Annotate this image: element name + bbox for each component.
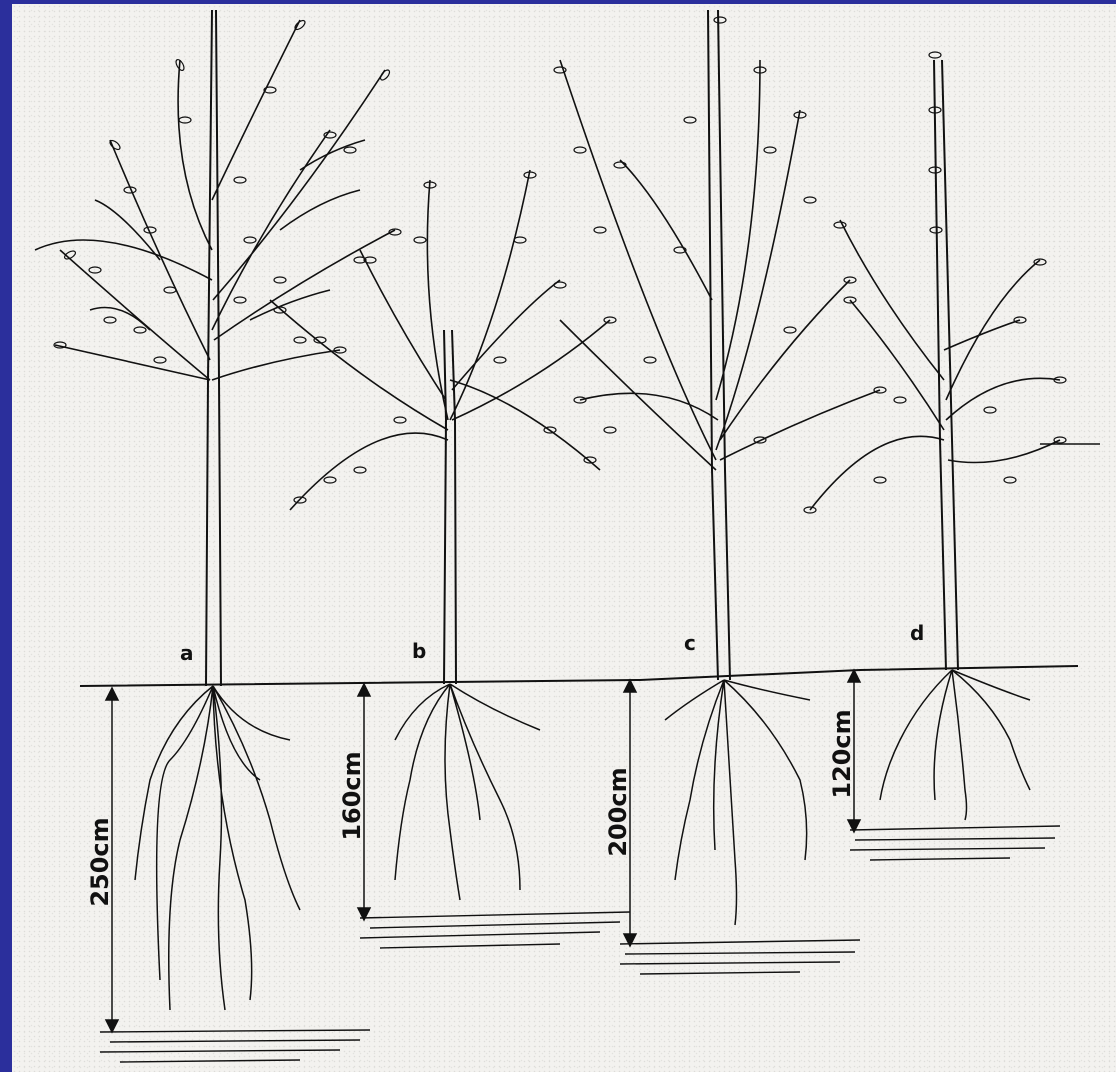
tree-b-roots bbox=[395, 684, 540, 900]
water-table-b bbox=[360, 912, 630, 948]
tree-b-trunk bbox=[444, 330, 456, 684]
tree-root-diagram: a bbox=[12, 4, 1116, 1072]
tree-d: d bbox=[804, 52, 1066, 820]
tree-d-roots bbox=[880, 670, 1030, 820]
water-table-d bbox=[850, 826, 1060, 860]
tree-b-branches bbox=[270, 170, 610, 510]
tree-a-letter: a bbox=[180, 641, 194, 665]
depth-label-b: 160cm bbox=[338, 751, 366, 840]
tree-d-trunk bbox=[934, 60, 958, 670]
tree-a-trunk bbox=[206, 10, 221, 686]
illustration-paper: a bbox=[12, 4, 1116, 1072]
tree-a-leaves bbox=[54, 19, 401, 363]
tree-c-roots bbox=[665, 680, 810, 925]
water-table-c bbox=[620, 940, 860, 974]
tree-b-letter: b bbox=[412, 639, 426, 663]
depth-label-d: 120cm bbox=[828, 709, 856, 798]
tree-d-branches bbox=[810, 220, 1060, 510]
tree-a-branches bbox=[35, 20, 395, 380]
ground-line bbox=[80, 666, 1078, 686]
tree-a-roots bbox=[135, 686, 300, 1010]
tree-c-letter: c bbox=[684, 631, 696, 655]
tree-d-letter: d bbox=[910, 621, 924, 645]
depth-label-a: 250cm bbox=[86, 817, 114, 906]
tree-b: b bbox=[270, 170, 616, 900]
tree-c-trunk bbox=[708, 10, 730, 680]
depth-label-c: 200cm bbox=[604, 767, 632, 856]
water-table-a bbox=[100, 1030, 370, 1062]
